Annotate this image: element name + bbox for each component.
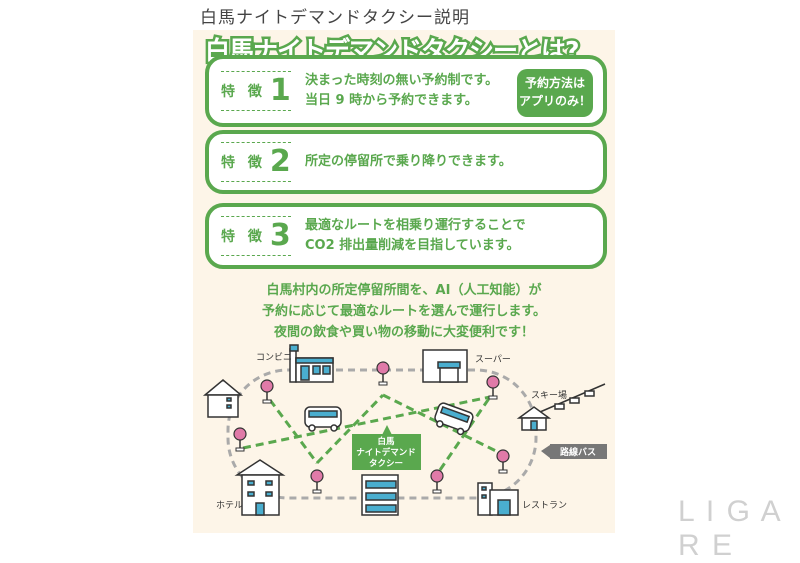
- label-convenience: コンビニ: [256, 352, 292, 363]
- office-building-icon: [361, 474, 399, 516]
- house-icon: [202, 379, 244, 418]
- bus-stop-pin-icon: [376, 361, 390, 386]
- feature-label: 特 徴: [221, 84, 266, 100]
- feature-number: 1: [269, 73, 291, 108]
- bus-stop-pin-icon: [496, 449, 510, 474]
- supermarket-icon: [422, 349, 468, 383]
- bus-stop-pin-icon: [233, 427, 247, 452]
- route-map: コンビニ スーパー スキー場 ホテル レストラン 白馬 ナイトデマンド タクシー…: [202, 344, 607, 516]
- reservation-badge: 予約方法はアプリのみ！: [517, 69, 593, 117]
- van-icon: [304, 406, 342, 432]
- bus-stop-pin-icon: [430, 469, 444, 494]
- feature-text: 決まった時刻の無い予約制です。: [305, 73, 499, 88]
- bus-stop-pin-icon: [310, 469, 324, 494]
- feature-text: 当日 9 時から予約できます。: [305, 93, 478, 108]
- taxi-label-box: [352, 434, 421, 470]
- label-restaurant: レストラン: [522, 500, 567, 511]
- bus-stop-pin-icon: [486, 375, 500, 400]
- bus-label-box: [550, 444, 607, 459]
- feature-label: 特 徴: [221, 155, 266, 171]
- feature-number: 2: [269, 144, 291, 179]
- feature-label: 特 徴: [221, 229, 266, 245]
- label-hotel: ホテル: [216, 500, 243, 511]
- description-line: 夜間の飲食や買い物の移動に大変便利です！: [273, 325, 534, 340]
- van-icon: [434, 402, 474, 436]
- bus-stop-pin-icon: [260, 379, 274, 404]
- taxi-label-line: ナイトデマンド: [356, 447, 416, 458]
- badge-line: 予約方法は: [524, 76, 585, 90]
- feature-number: 3: [269, 218, 291, 253]
- bus-label: 路線バス: [560, 446, 596, 458]
- restaurant-icon: [477, 482, 519, 516]
- label-super: スーパー: [475, 354, 511, 365]
- page-title: 白馬ナイトデマンドタクシー説明: [200, 8, 470, 28]
- badge-line: アプリのみ！: [518, 94, 591, 108]
- taxi-label-line: 白馬: [377, 436, 395, 447]
- convenience-store-icon: [289, 344, 334, 383]
- ski-lift-icon: [516, 383, 606, 431]
- description-line: 白馬村内の所定停留所間を、AI（人工知能）が: [266, 283, 542, 298]
- hotel-icon: [234, 459, 286, 516]
- watermark-logo: L I G A R E: [678, 495, 781, 562]
- description-line: 予約に応じて最適なルートを選んで運行します。: [261, 304, 547, 319]
- feature-text: 所定の停留所で乗り降りできます。: [305, 154, 512, 169]
- description: 白馬村内の所定停留所間を、AI（人工知能）が 予約に応じて最適なルートを選んで運…: [193, 280, 615, 343]
- taxi-label-line: タクシー: [369, 458, 403, 469]
- feature-text: CO2 排出量削減を目指しています。: [305, 238, 520, 253]
- feature-text: 最適なルートを相乗り運行することで: [305, 218, 526, 233]
- label-ski: スキー場: [531, 389, 567, 401]
